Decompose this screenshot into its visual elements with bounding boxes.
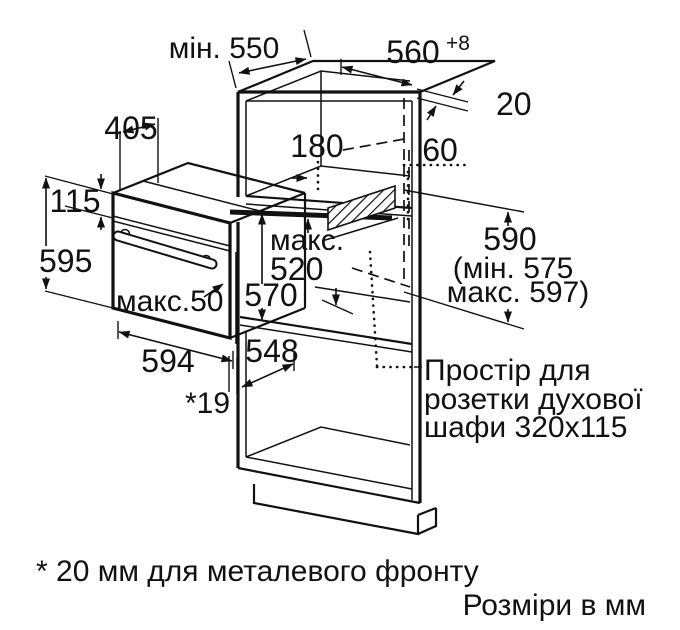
socket-note: Простір для розетки духової шафи 320x115 (424, 354, 643, 444)
dim-20-lines (416, 88, 469, 112)
dim-590-ref-lines (403, 189, 525, 330)
dotted-socket-vertical (368, 250, 379, 368)
dim-label-rear-depth-value: 520 (270, 251, 323, 287)
shelf-top-surface (245, 165, 411, 197)
dim-label-rear-gap: 60 (422, 132, 458, 168)
footnote-metal-front: * 20 мм для металевого фронту (36, 555, 479, 588)
socket-note-line3: шафи 320x115 (424, 411, 627, 444)
dim-label-front-gap: *19 (185, 387, 230, 420)
vent-hatched-area (327, 184, 396, 232)
oven-top-face (112, 161, 306, 195)
dimension-annotations: мін. 550 560 +8 20 405 115 595 макс.50 5… (39, 29, 590, 420)
dim-label-oven-width: 594 (141, 343, 194, 379)
dim-115-ref-lines (44, 175, 114, 219)
dim-label-rear-depth-word: макс. (270, 224, 344, 257)
units-caption: Розміри в мм (463, 589, 646, 622)
dim-label-top-compartment: 180 (290, 128, 343, 164)
dim-20-arrow-top (452, 80, 465, 96)
dim-19-ticks (228, 356, 238, 394)
oven-housing-side (229, 191, 307, 340)
dim-label-control-panel-height: 115 (49, 183, 100, 219)
dim-550-arrow (238, 57, 307, 75)
dim-max50-arrow (203, 283, 224, 298)
dim-595-ref-line (44, 290, 114, 309)
dim-label-niche-depth: мін. 550 (169, 32, 280, 65)
cabinet-drawing (229, 59, 496, 536)
plinth (252, 484, 438, 536)
dim-550-ticks (228, 29, 312, 89)
dim-label-oven-top-depth: 405 (104, 110, 157, 146)
dim-594-arrow (118, 330, 233, 363)
dim-label-niche-height-min: (мін. 575 (453, 252, 574, 285)
dim-20-arrow-bottom (426, 105, 437, 121)
dim-label-door-protrusion: макс.50 (116, 285, 223, 318)
dim-594-ticks (117, 321, 234, 369)
dim-label-oven-height: 595 (39, 243, 92, 279)
cabinet-bottom-front-edge (237, 466, 421, 505)
control-panel-bottom-edge (112, 215, 231, 252)
door-handle-inner (114, 232, 216, 268)
socket-note-line1: Простір для (424, 354, 591, 387)
vent-lip-line (321, 217, 399, 242)
dim-560-arrow (341, 65, 413, 87)
dim-405-arrow (122, 122, 156, 134)
dim-520-tick (321, 299, 354, 315)
dim-label-top-rear-strip: 20 (496, 86, 532, 122)
lower-compartment-floor (245, 426, 413, 490)
hidden-floor-back-edge (351, 267, 411, 288)
dim-label-niche-height-max: макс. 597) (447, 276, 590, 309)
dim-label-niche-height: 590 (483, 221, 536, 257)
dim-405-ext-lines (119, 118, 159, 190)
dim-label-housing-height: 570 (244, 277, 297, 313)
dim-label-niche-width-tolerance: +8 (446, 32, 470, 55)
dim-548-arrow (241, 363, 294, 388)
socket-note-line2: розетки духової (424, 383, 643, 416)
dim-label-niche-width: 560 (386, 34, 439, 70)
hidden-shelf-back-edge (342, 137, 411, 151)
dim-label-oven-depth: 548 (245, 333, 298, 369)
niche-floor-lip (239, 324, 413, 353)
oven-top-step-line (142, 180, 261, 212)
niche-floor-back-edge (314, 286, 411, 303)
